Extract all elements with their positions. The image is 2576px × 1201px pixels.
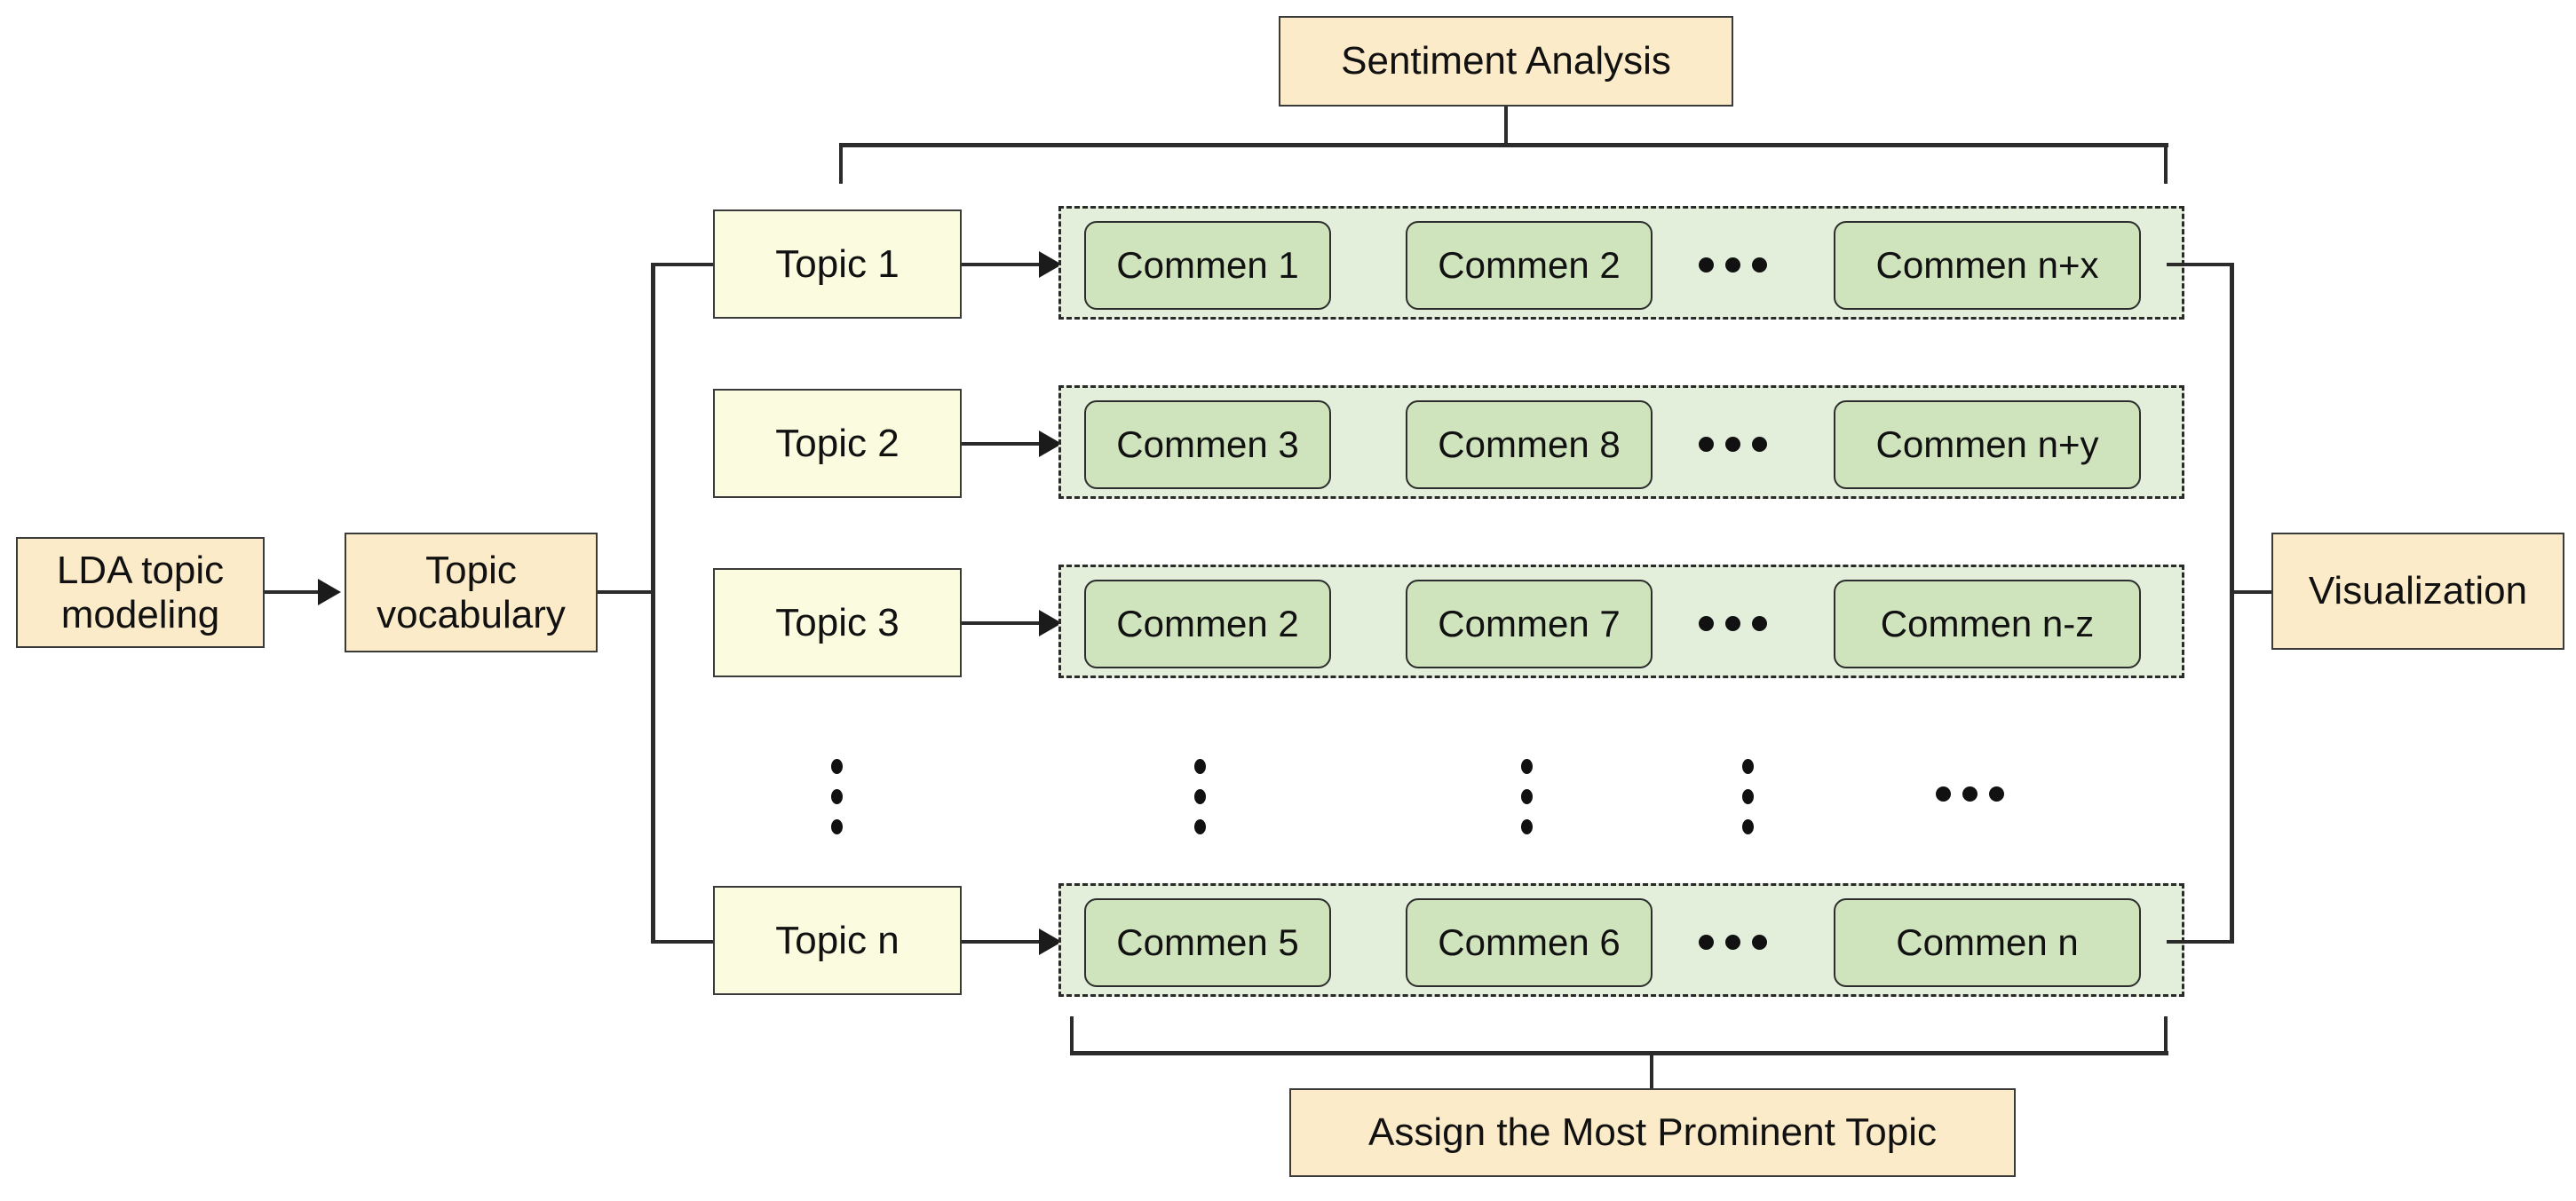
assign-topic-bracket-left-stub	[1070, 1016, 1074, 1055]
collector-branch-from-row1	[2167, 263, 2233, 266]
assign-topic-bracket-span	[1070, 1051, 2168, 1055]
comment-row-group-1: Commen 1 Commen 2 Commen n+x	[1058, 206, 2184, 320]
comment-chip-label: Commen 2	[1116, 603, 1299, 644]
comment-chip-label: Commen 7	[1438, 603, 1621, 644]
assign-prominent-topic-box: Assign the Most Prominent Topic	[1289, 1088, 2016, 1177]
comment-col2-vertical-ellipsis-icon	[1521, 759, 1533, 834]
connector-topic2-to-row2	[962, 442, 1043, 446]
comment-chip-label: Commen n-z	[1880, 603, 2095, 644]
topic-label-3: Topic 3	[775, 600, 900, 644]
topic-label-2: Topic 2	[775, 421, 900, 465]
lda-topic-modeling-box: LDA topic modeling	[16, 537, 265, 648]
comment-chip-3-2: Commen 7	[1406, 580, 1653, 668]
connector-sentiment-to-bracket	[1504, 107, 1508, 146]
visualization-label: Visualization	[2308, 569, 2528, 613]
topic-vocabulary-label-line1: Topic	[425, 549, 517, 593]
connector-vocabulary-to-trunk	[598, 590, 653, 594]
topic-box-n: Topic n	[713, 886, 962, 995]
lda-topic-modeling-label-line2: modeling	[60, 592, 220, 636]
comment-col1-vertical-ellipsis-icon	[1194, 759, 1206, 834]
comment-chip-3-3: Commen n-z	[1834, 580, 2141, 668]
topic-box-2: Topic 2	[713, 389, 962, 498]
comment-chip-1-3: Commen n+x	[1834, 221, 2141, 310]
connector-topic1-to-row1	[962, 263, 1043, 266]
comment-row-2-ellipsis-icon	[1699, 437, 1767, 452]
lda-topic-modeling-label-line1: LDA topic	[56, 549, 225, 593]
topic-vocabulary-box: Topic vocabulary	[345, 533, 598, 652]
comment-chip-label: Commen 6	[1438, 921, 1621, 963]
comment-row-group-3: Commen 2 Commen 7 Commen n-z	[1058, 565, 2184, 678]
connector-topicn-to-rown	[962, 940, 1043, 944]
comment-chip-3-1: Commen 2	[1084, 580, 1331, 668]
comment-chip-label: Commen 5	[1116, 921, 1299, 963]
arrowhead-topic3-to-row3	[1039, 610, 1062, 636]
connector-lda-to-vocabulary	[265, 590, 320, 594]
comment-chip-label: Commen 1	[1116, 244, 1299, 286]
comment-chip-2-1: Commen 3	[1084, 400, 1331, 489]
comment-chip-2-3: Commen n+y	[1834, 400, 2141, 489]
sentiment-bracket-left-stub	[839, 143, 843, 184]
arrowhead-topic1-to-row1	[1039, 251, 1062, 278]
comment-chip-n-3: Commen n	[1834, 898, 2141, 987]
sentiment-bracket-span	[839, 143, 2168, 147]
comment-row-group-n: Commen 5 Commen 6 Commen n	[1058, 883, 2184, 997]
connector-collector-to-visualization	[2230, 590, 2274, 594]
comment-chip-n-2: Commen 6	[1406, 898, 1653, 987]
comment-chip-label: Commen n+x	[1875, 244, 2099, 286]
topic-label-1: Topic 1	[775, 241, 900, 286]
connector-bracket-to-assign-topic	[1650, 1051, 1653, 1089]
visualization-box: Visualization	[2271, 533, 2564, 650]
comment-chip-label: Commen 2	[1438, 244, 1621, 286]
arrowhead-topicn-to-rown	[1039, 928, 1062, 955]
assign-prominent-topic-label: Assign the Most Prominent Topic	[1368, 1110, 1937, 1155]
collector-branch-from-rown	[2167, 940, 2233, 944]
comment-col3-vertical-ellipsis-icon	[1742, 759, 1754, 834]
comment-chip-label: Commen n+y	[1875, 423, 2099, 465]
comment-chip-2-2: Commen 8	[1406, 400, 1653, 489]
comment-row-3-ellipsis-icon	[1699, 616, 1767, 631]
comment-chip-1-2: Commen 2	[1406, 221, 1653, 310]
comment-chip-n-1: Commen 5	[1084, 898, 1331, 987]
arrowhead-lda-to-vocabulary	[318, 579, 341, 605]
assign-topic-bracket-right-stub	[2164, 1016, 2168, 1055]
comment-row-n-ellipsis-icon	[1699, 935, 1767, 950]
comment-chip-label: Commen 3	[1116, 423, 1299, 465]
comment-row-group-2: Commen 3 Commen 8 Commen n+y	[1058, 385, 2184, 499]
topic-box-3: Topic 3	[713, 568, 962, 677]
topic-column-vertical-ellipsis-icon	[831, 759, 843, 834]
topic-box-1: Topic 1	[713, 209, 962, 319]
sentiment-bracket-right-stub	[2164, 143, 2168, 184]
comment-chip-1-1: Commen 1	[1084, 221, 1331, 310]
comment-grid-horizontal-ellipsis-icon	[1936, 786, 2004, 802]
arrowhead-topic2-to-row2	[1039, 431, 1062, 457]
comment-chip-label: Commen 8	[1438, 423, 1621, 465]
branch-to-topic-1	[651, 263, 716, 266]
connector-topic3-to-row3	[962, 621, 1043, 625]
collector-trunk	[2230, 263, 2234, 944]
sentiment-analysis-box: Sentiment Analysis	[1279, 16, 1733, 107]
comment-row-1-ellipsis-icon	[1699, 257, 1767, 273]
topic-label-n: Topic n	[775, 918, 900, 962]
comment-chip-label: Commen n	[1896, 921, 2079, 963]
sentiment-analysis-label: Sentiment Analysis	[1341, 39, 1671, 83]
topic-fanout-trunk	[651, 263, 655, 944]
branch-to-topic-n	[651, 940, 716, 944]
topic-vocabulary-label-line2: vocabulary	[376, 592, 566, 636]
